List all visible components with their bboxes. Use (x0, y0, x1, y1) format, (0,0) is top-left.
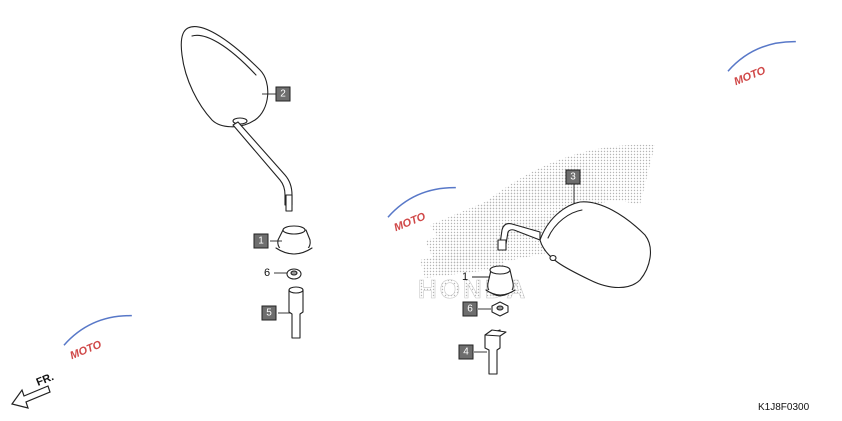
diagram-code: K1J8F0300 (758, 402, 810, 413)
svg-text:2: 2 (280, 89, 286, 100)
callout-left-mirror: 2 (275, 86, 291, 102)
callout-left-boot: 1 (253, 233, 269, 249)
moto-stamp-bottom-left: MOTO (63, 314, 132, 363)
front-label: FR. (35, 371, 56, 389)
right-nut: 6 (462, 301, 509, 317)
front-direction-arrow: FR. (10, 371, 56, 409)
moto-stamp-top-right: MOTO (727, 40, 796, 89)
callout-left-adapter: 5 (261, 305, 277, 321)
callout-right-adapter: 4 (458, 344, 474, 360)
svg-text:MOTO: MOTO (732, 65, 767, 89)
left-adapter: 5 (261, 286, 304, 339)
svg-text:6: 6 (467, 304, 473, 315)
svg-text:3: 3 (570, 172, 576, 183)
callout-right-nut: 6 (462, 301, 478, 317)
callout-right-mirror: 3 (565, 169, 581, 185)
right-boot: 1 (462, 265, 516, 297)
callout-left-nut: 6 (264, 267, 270, 279)
callout-right-boot: 1 (462, 271, 468, 283)
left-mirror: 2 (180, 26, 293, 212)
svg-text:4: 4 (463, 347, 469, 358)
left-boot: 1 (253, 225, 313, 255)
right-mirror: 3 (497, 169, 651, 289)
svg-text:5: 5 (266, 308, 272, 319)
left-nut: 6 (264, 267, 302, 280)
right-adapter: 4 (458, 329, 507, 375)
svg-text:1: 1 (258, 236, 264, 247)
svg-text:MOTO: MOTO (68, 339, 103, 363)
svg-text:MOTO: MOTO (392, 211, 427, 235)
